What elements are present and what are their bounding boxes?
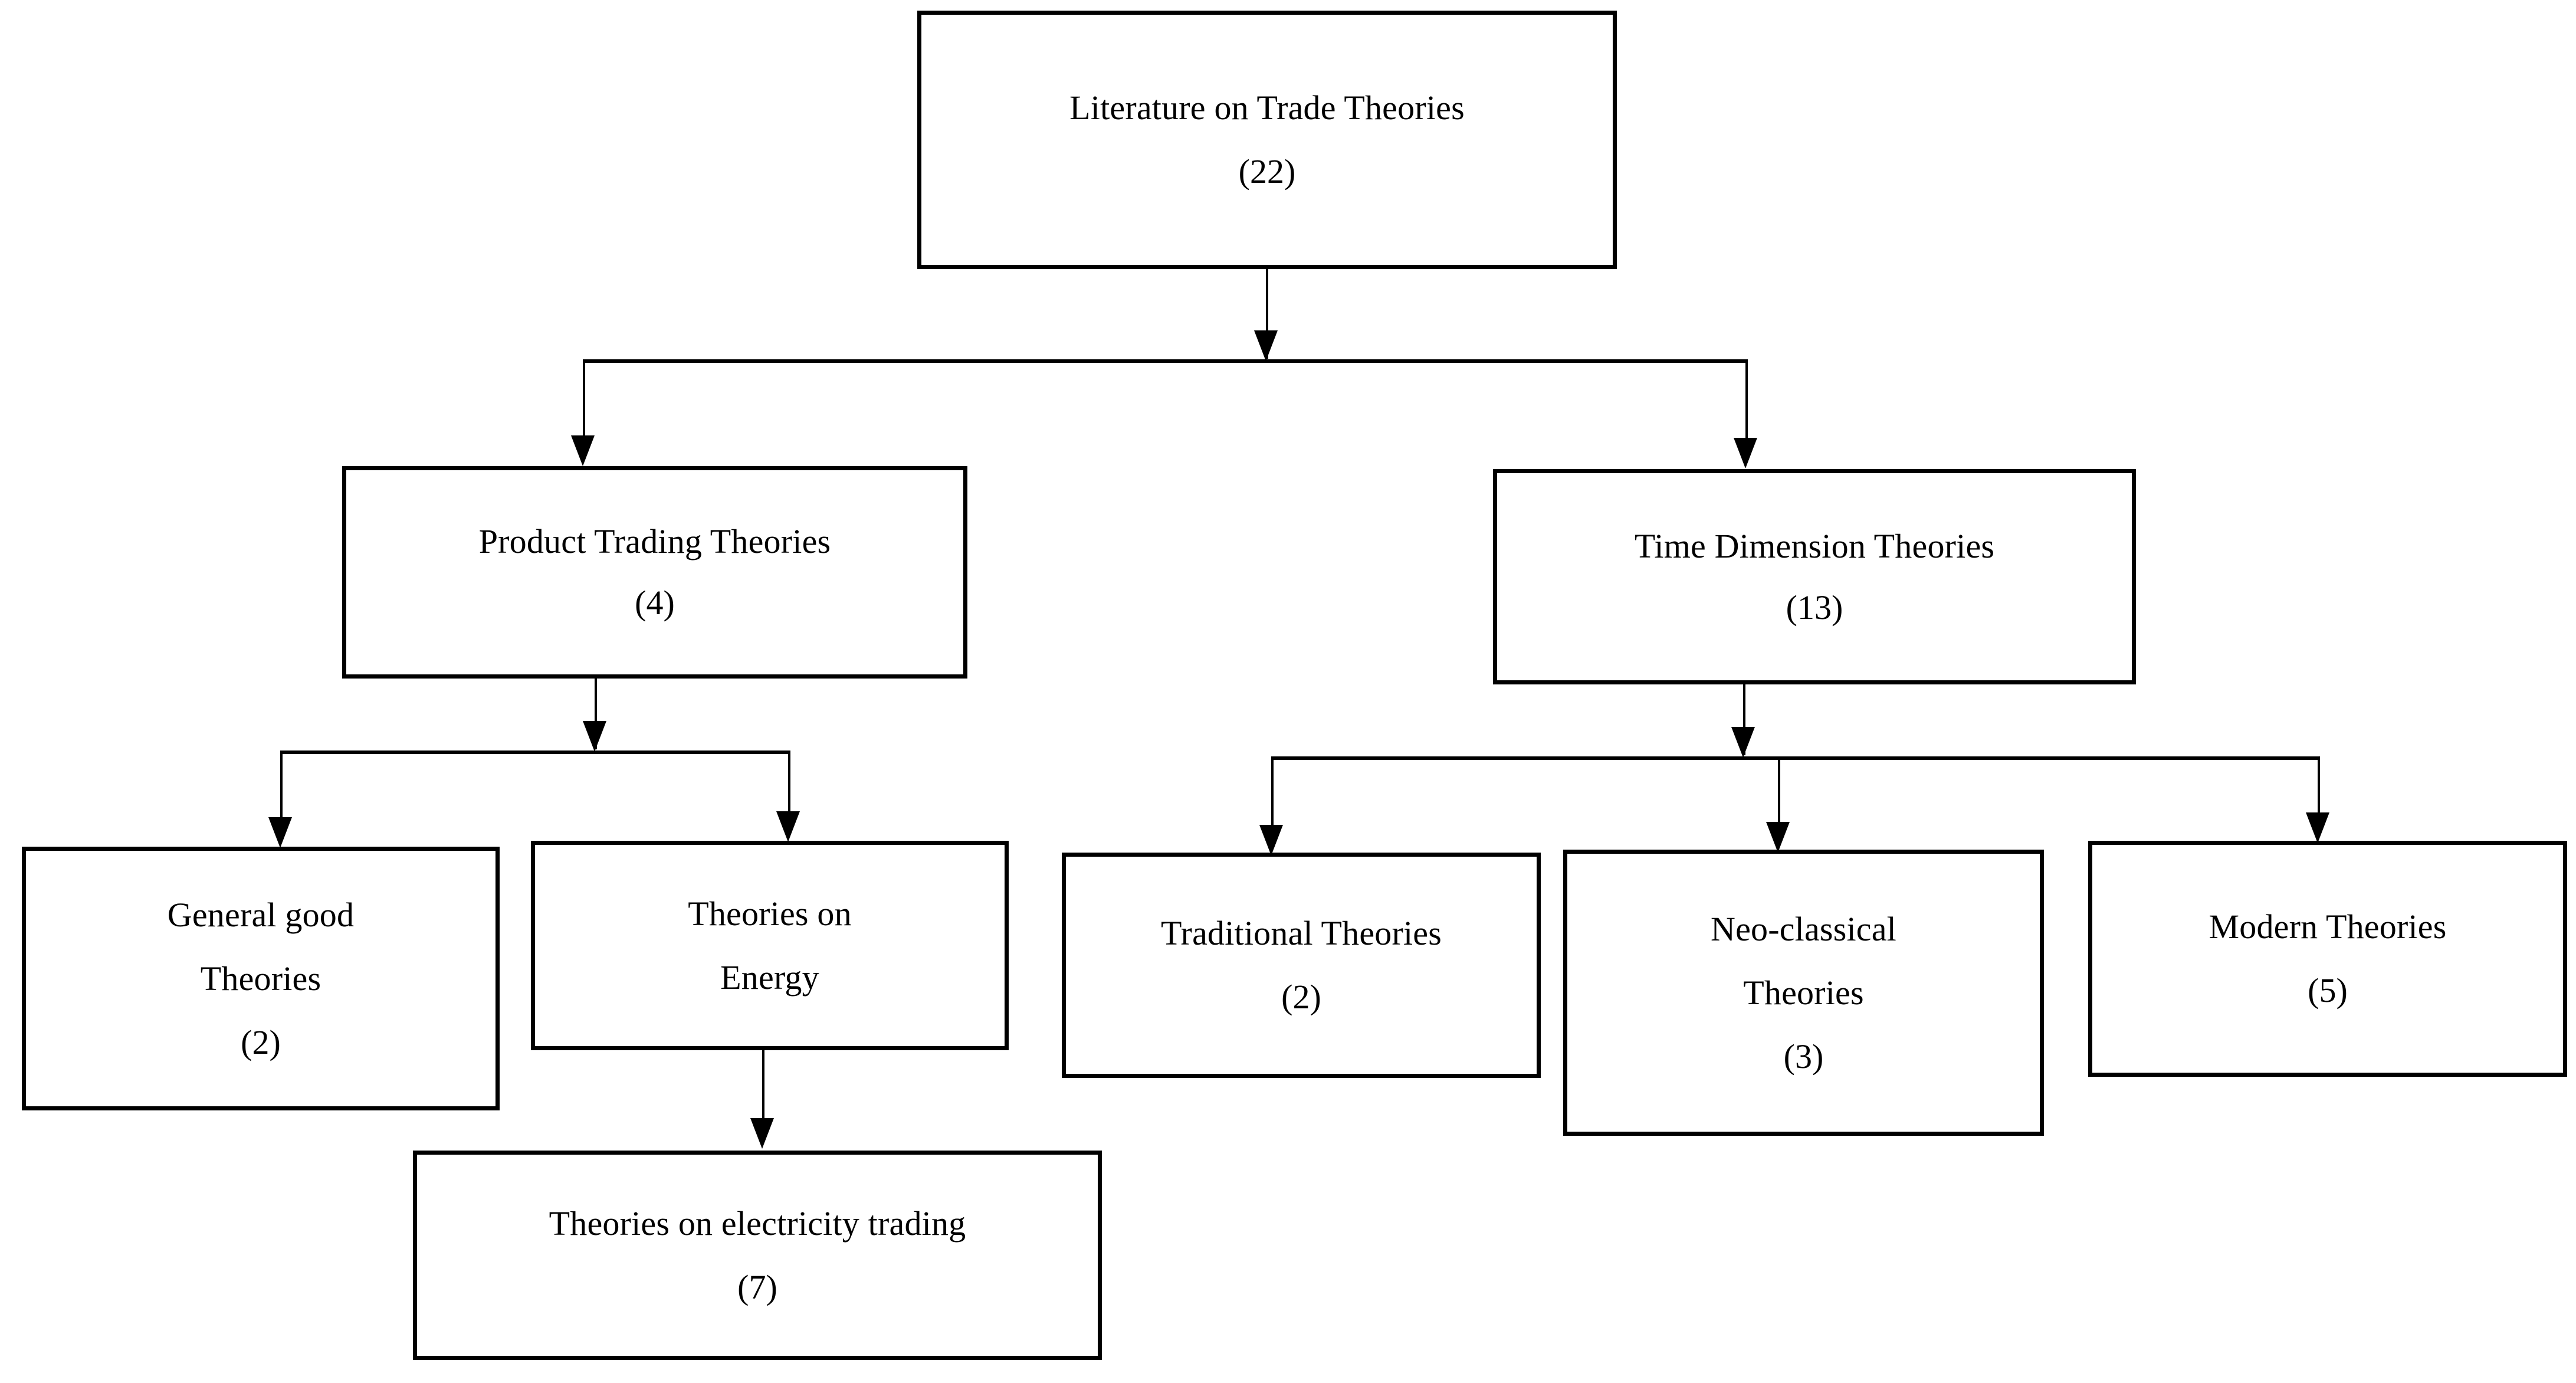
node-label-line-2: Theories [200, 959, 321, 998]
edge-drop-neo-classical-arrowhead [1766, 822, 1790, 853]
node-count: (3) [1783, 1037, 1824, 1076]
node-label-line-2: Theories [1743, 973, 1864, 1012]
edge-time-dimension-stem [1743, 684, 1745, 755]
node-theories-on-energy[interactable]: Theories on Energy [531, 841, 1009, 1050]
node-traditional-theories[interactable]: Traditional Theories (2) [1062, 853, 1541, 1078]
edge-drop-time-dimension-arrowhead [1734, 438, 1757, 468]
edge-bus-product-trading-children [280, 751, 790, 754]
node-product-trading-theories[interactable]: Product Trading Theories (4) [342, 466, 967, 679]
node-count: (5) [2308, 971, 2348, 1010]
edge-drop-product-trading [583, 359, 585, 436]
node-neo-classical-theories[interactable]: Neo-classical Theories (3) [1563, 850, 2044, 1136]
node-label: Time Dimension Theories [1634, 526, 1995, 565]
node-label: Product Trading Theories [478, 522, 831, 561]
node-modern-theories[interactable]: Modern Theories (5) [2088, 841, 2567, 1077]
edge-bus-time-dimension-children [1271, 756, 2320, 760]
node-general-good-theories[interactable]: General good Theories (2) [22, 847, 500, 1110]
edge-drop-traditional-arrowhead [1259, 825, 1283, 856]
edge-drop-time-dimension [1745, 359, 1748, 438]
edge-drop-product-trading-arrowhead [571, 435, 595, 466]
node-label-line-1: Neo-classical [1710, 909, 1896, 948]
edge-drop-theories-energy [788, 751, 790, 819]
edge-root-stem [1266, 269, 1268, 359]
node-theories-on-electricity-trading[interactable]: Theories on electricity trading (7) [413, 1151, 1102, 1360]
node-label: Modern Theories [2209, 907, 2447, 946]
edge-drop-theories-energy-arrowhead [776, 811, 800, 842]
edge-product-trading-stem-arrowhead [583, 721, 606, 752]
edge-drop-general-good-arrowhead [268, 817, 292, 848]
edge-time-dimension-stem-arrowhead [1731, 727, 1755, 758]
edge-drop-modern [2318, 756, 2320, 815]
node-label: Theories on electricity trading [549, 1204, 966, 1243]
node-count: (22) [1238, 152, 1296, 191]
edge-drop-neo-classical [1778, 756, 1780, 826]
edge-drop-traditional [1271, 756, 1274, 827]
node-label: Traditional Theories [1160, 914, 1442, 952]
node-count: (2) [1281, 978, 1321, 1016]
node-count: (2) [241, 1022, 281, 1061]
edge-product-trading-stem [595, 679, 597, 749]
node-label: Literature on Trade Theories [1069, 89, 1465, 127]
node-time-dimension-theories[interactable]: Time Dimension Theories (13) [1493, 469, 2136, 684]
node-count: (7) [737, 1267, 777, 1306]
node-literature-on-trade-theories[interactable]: Literature on Trade Theories (22) [917, 11, 1617, 269]
edge-drop-general-good [280, 751, 283, 821]
edge-root-stem-arrowhead [1254, 330, 1278, 361]
node-count: (4) [635, 584, 675, 622]
node-label-line-1: Theories on [688, 894, 852, 933]
node-label-line-1: General good [167, 895, 355, 934]
edge-bus-level1 [583, 359, 1748, 363]
edge-drop-modern-arrowhead [2306, 812, 2329, 843]
edge-energy-to-electricity [762, 1050, 764, 1121]
edge-energy-to-electricity-arrowhead [750, 1118, 774, 1149]
node-label-line-2: Energy [720, 958, 819, 997]
node-count: (13) [1786, 588, 1843, 627]
